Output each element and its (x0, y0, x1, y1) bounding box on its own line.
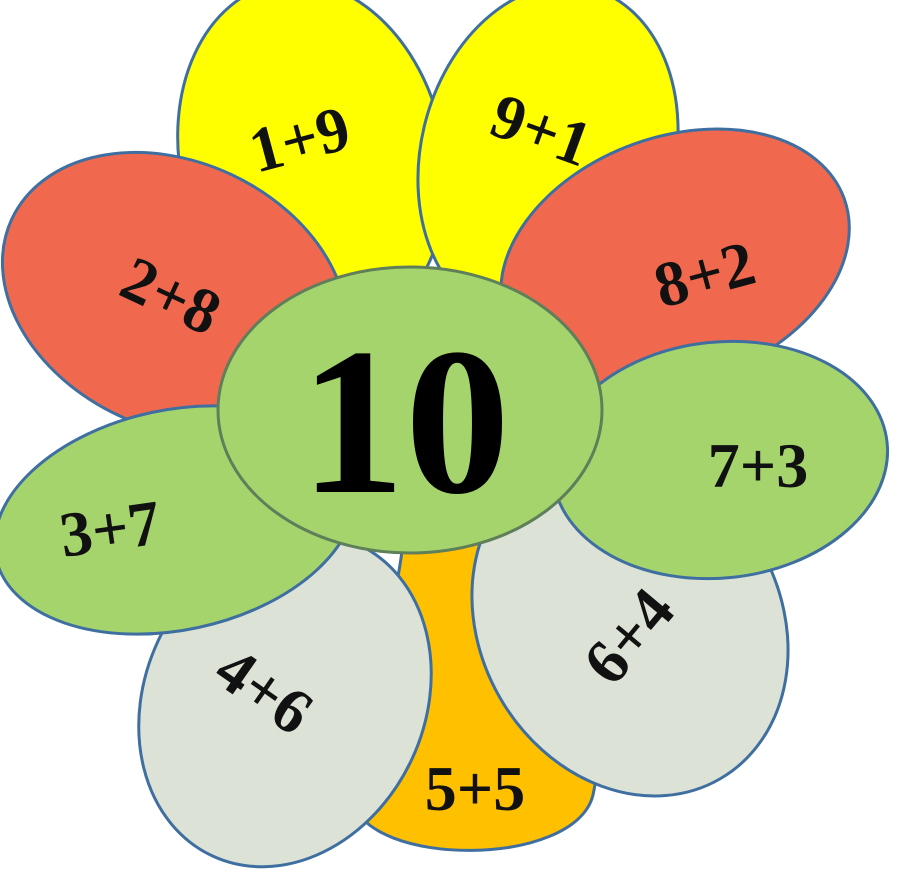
center-label: 10 (300, 306, 510, 538)
petal-label-3-7: 3+7 (55, 487, 164, 571)
petal-label-7-3: 7+3 (708, 430, 808, 501)
petal-label-5-5: 5+5 (425, 753, 525, 824)
